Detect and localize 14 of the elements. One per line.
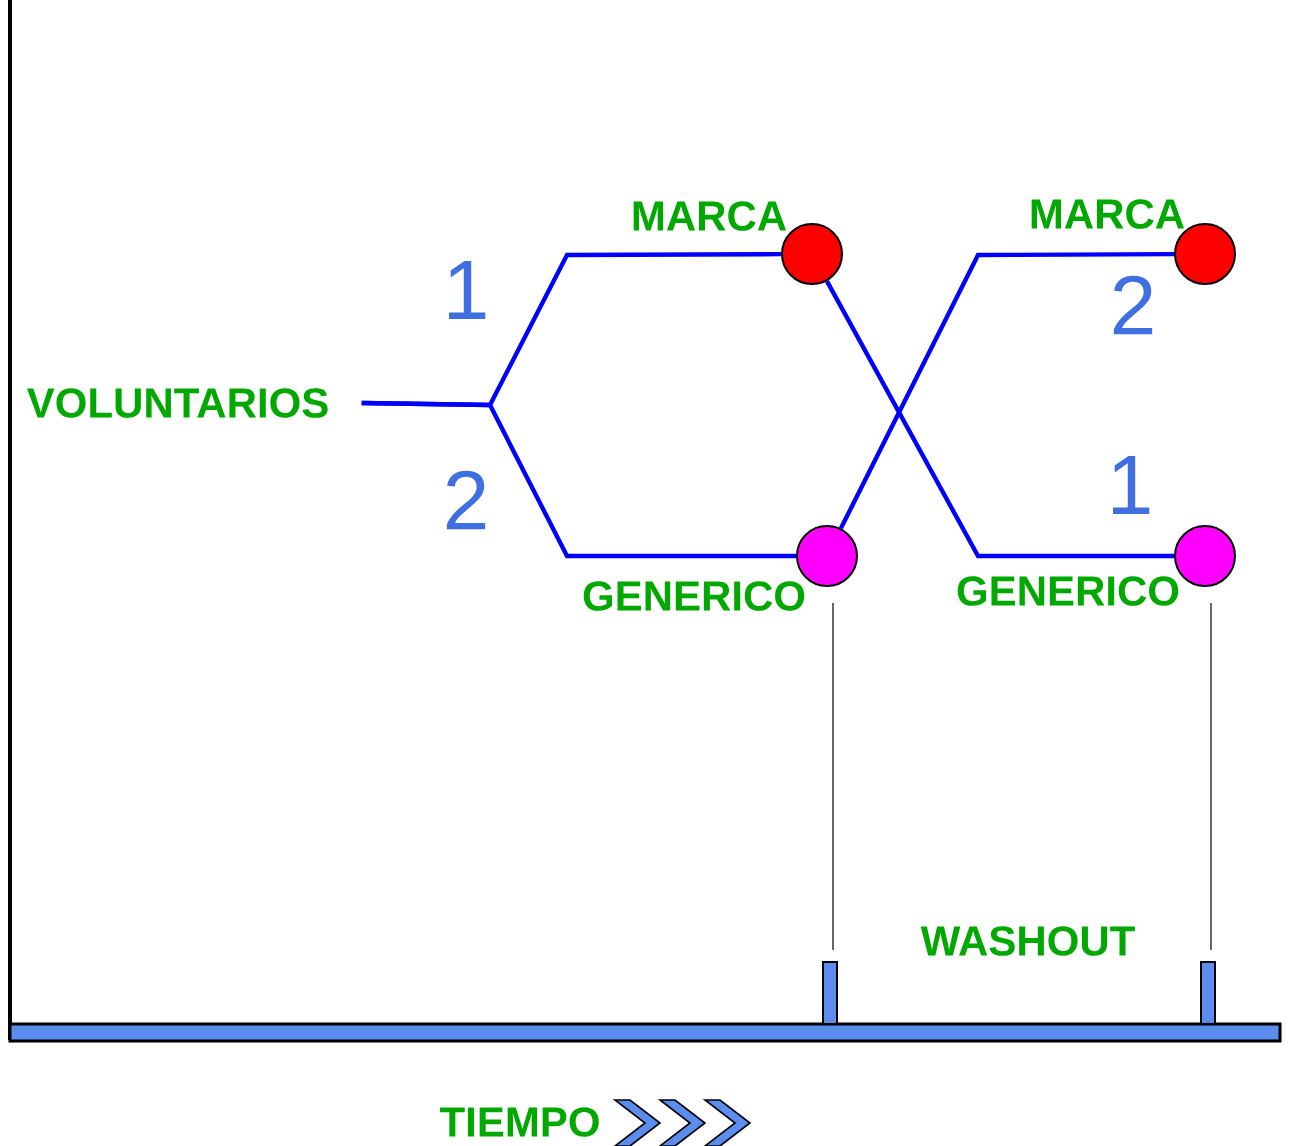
group-number: 2 [446,470,486,530]
group-number: 2 [1113,275,1153,335]
group-number: 1 [1113,456,1150,514]
connector-line [825,280,1174,559]
treatment-label: MARCA [1031,199,1185,229]
axis-label: WASHOUT [920,926,1135,956]
node-text: VOLUNTARIOS [27,388,328,418]
axis-label: TIEMPO [439,1107,599,1137]
treatment-label: GENERICO [957,576,1179,606]
group-number: 1 [449,261,486,319]
connector-line [361,400,796,559]
connector-line [838,251,1174,530]
treatment-label: MARCA [633,201,787,231]
treatment-label: GENERICO [583,581,805,611]
